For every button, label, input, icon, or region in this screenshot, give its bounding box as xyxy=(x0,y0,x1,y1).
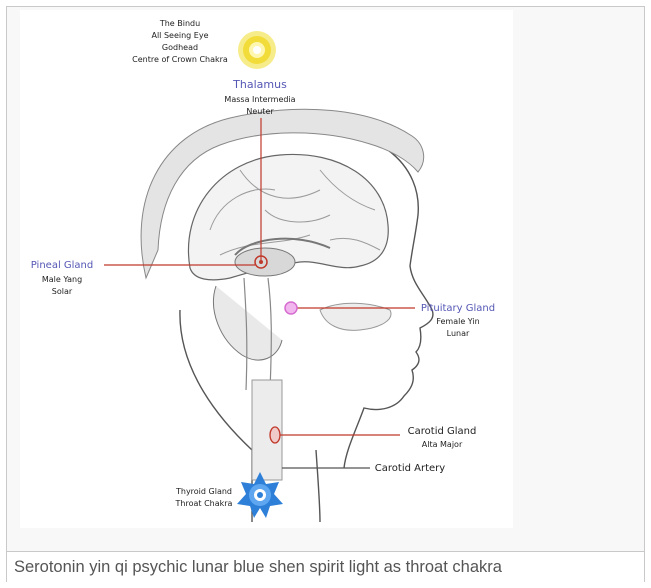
pituitary-line-2: Lunar xyxy=(447,329,470,338)
carotid-gland-title: Carotid Gland xyxy=(408,426,477,437)
anatomy-figure: The Bindu All Seeing Eye Godhead Centre … xyxy=(20,10,513,528)
pineal-line-1: Male Yang xyxy=(42,275,82,284)
brain xyxy=(188,154,388,390)
thalamus-title: Thalamus xyxy=(232,78,287,91)
image-frame: The Bindu All Seeing Eye Godhead Centre … xyxy=(6,6,645,582)
thalamus-line-1: Massa Intermedia xyxy=(224,95,295,104)
sinus xyxy=(320,303,391,330)
image-caption: Serotonin yin qi psychic lunar blue shen… xyxy=(7,551,644,582)
bindu-line-3: Godhead xyxy=(162,43,198,52)
thyroid-line-1: Thyroid Gland xyxy=(175,487,232,496)
thyroid-line-2: Throat Chakra xyxy=(175,499,233,508)
crown-chakra-icon xyxy=(238,31,276,69)
carotid-artery-label: Carotid Artery xyxy=(375,463,445,474)
pineal-title: Pineal Gland xyxy=(31,260,94,271)
pituitary-marker xyxy=(285,302,297,314)
carotid-gland-line-1: Alta Major xyxy=(422,440,463,449)
pituitary-title: Pituitary Gland xyxy=(421,303,495,314)
bindu-line-1: The Bindu xyxy=(159,19,200,28)
pituitary-line-1: Female Yin xyxy=(436,317,479,326)
bindu-line-4: Centre of Crown Chakra xyxy=(132,55,228,64)
carotid-gland-marker xyxy=(270,427,280,443)
bindu-line-2: All Seeing Eye xyxy=(151,31,208,40)
thalamus-line-2: Neuter xyxy=(246,107,274,116)
pineal-line-2: Solar xyxy=(52,287,73,296)
head-diagram: The Bindu All Seeing Eye Godhead Centre … xyxy=(20,10,513,528)
